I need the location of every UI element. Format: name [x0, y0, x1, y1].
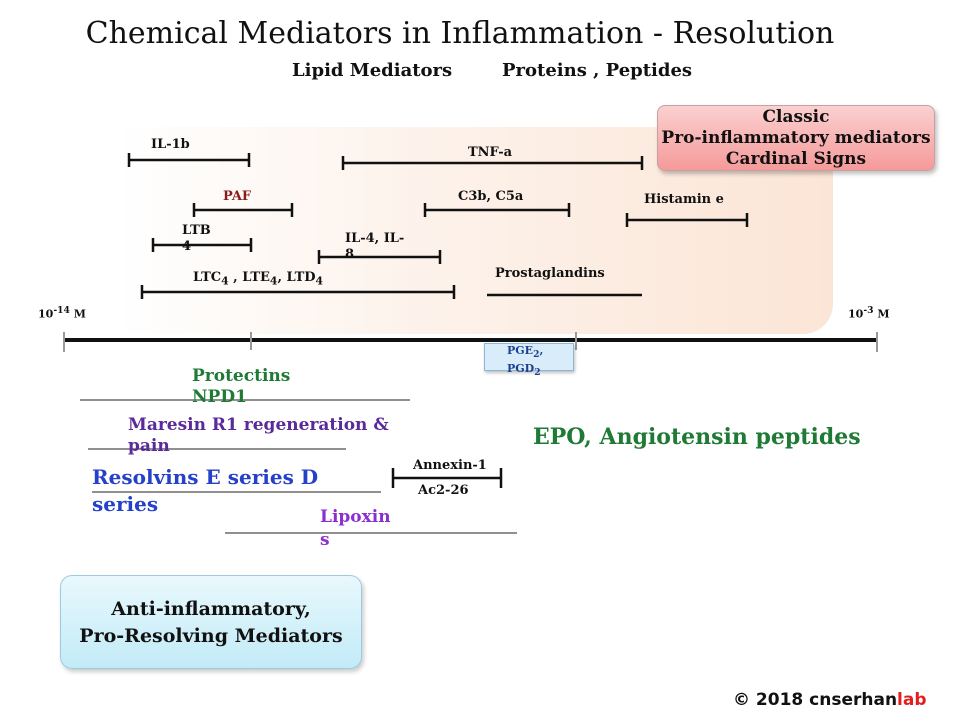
classic-line-2: Pro-inflammatory mediators [661, 128, 931, 148]
range-il1b [127, 153, 251, 167]
copyright: © 2018 cnserhanlab [733, 690, 927, 710]
label-prostaglandins: Prostaglandins [495, 266, 605, 281]
axis-right-label: 10-3 M [848, 305, 890, 321]
range-c3b-c5a [423, 203, 571, 217]
classic-line-3: Cardinal Signs [725, 149, 867, 169]
subtitle-proteins: Proteins , Peptides [502, 60, 693, 81]
pge2-pgd2-box: PGE2, PGD2 [484, 343, 574, 378]
label-paf: PAF [223, 189, 252, 204]
label-tnfa: TNF-a [468, 145, 513, 160]
lte-text: , LTE [228, 270, 270, 285]
range-paf [192, 203, 294, 217]
label-il4-il8: IL-4, IL- 8 [345, 231, 405, 262]
label-protectins: Protectins NPD1 [192, 366, 291, 407]
page-title: Chemical Mediators in Inflammation - Res… [85, 16, 835, 51]
label-ac2-26: Ac2-26 [418, 483, 469, 498]
label-ltb4: LTB 4 [182, 223, 211, 254]
axis-left-label: 10-14 M [38, 305, 86, 321]
anti-inflammatory-box: Anti-inflammatory, Pro-Resolving Mediato… [60, 575, 362, 669]
ltc-text: LTC [193, 270, 222, 285]
label-lipoxins: Lipoxin s [320, 507, 391, 550]
classic-line-1: Classic [762, 107, 830, 127]
label-annexin-1: Annexin-1 [413, 458, 487, 473]
range-il4-il8 [317, 250, 442, 264]
label-histamine: Histamin e [644, 192, 724, 207]
copyright-suffix: lab [897, 690, 927, 710]
subtitle-lipid: Lipid Mediators [292, 60, 453, 81]
ltd-text: , LTD [277, 270, 316, 285]
anti-line-2: Pro-Resolving Mediators [79, 625, 343, 647]
anti-line-1: Anti-inflammatory, [111, 598, 311, 620]
label-il1b: IL-1b [151, 137, 190, 152]
label-ltc4-lte4-ltd4: LTC4 , LTE4, LTD4 [193, 270, 323, 288]
range-histamine [625, 213, 749, 227]
range-tnfa [341, 156, 644, 170]
concentration-axis [63, 332, 878, 352]
pge2-line: PGE2, [507, 344, 544, 361]
ltc-sub: 4 [221, 274, 229, 288]
classic-pro-inflammatory-box: Classic Pro-inflammatory mediators Cardi… [657, 105, 935, 171]
lte-sub: 4 [269, 274, 278, 288]
label-maresin: Maresin R1 regeneration & pain [128, 415, 389, 456]
label-resolvins: Resolvins E series D series [92, 465, 319, 516]
copyright-prefix: © 2018 cnserhan [733, 690, 898, 710]
range-ltc4 [140, 285, 456, 299]
label-c3b-c5a: C3b, C5a [458, 189, 524, 204]
range-ltb4 [151, 238, 253, 252]
pgd2-line: PGD2 [507, 362, 541, 379]
range-annexin [391, 468, 503, 488]
label-epo-angiotensin: EPO, Angiotensin peptides [533, 424, 861, 450]
ltd-sub: 4 [315, 274, 324, 288]
